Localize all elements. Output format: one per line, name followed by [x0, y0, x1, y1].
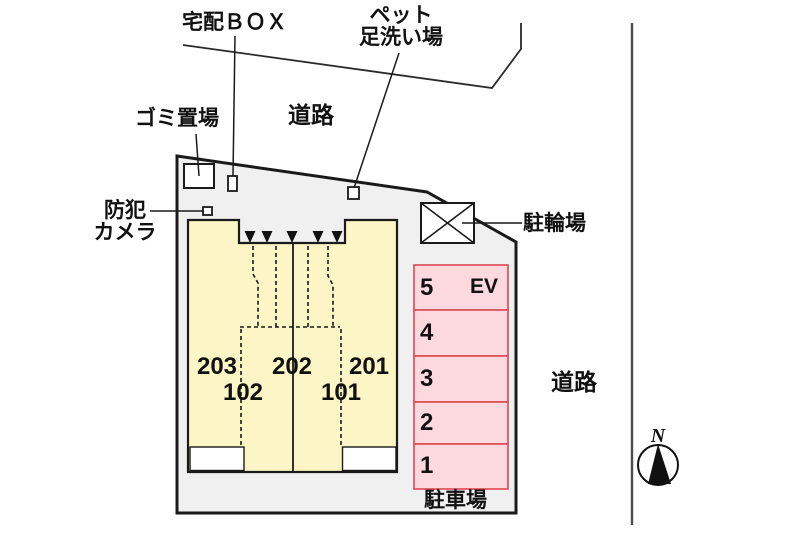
- parking-number-4: 4: [420, 319, 434, 346]
- parking-space-5: [413, 264, 509, 311]
- leader-lines: [150, 35, 522, 224]
- road-edge-top: [182, 23, 522, 89]
- parking-number-2: 2: [420, 409, 434, 436]
- parking-lot-label: 駐車場: [424, 489, 487, 512]
- north-needle-icon: [648, 444, 671, 484]
- porch-left: [189, 446, 245, 472]
- road-label-top: 道路: [288, 102, 334, 128]
- pet-wash-marker: [347, 186, 360, 200]
- entrance-triangles: [244, 231, 343, 243]
- leader-garbage: [195, 133, 200, 177]
- room-label-203: 203: [196, 353, 238, 380]
- parking-spaces: [413, 264, 509, 490]
- pet-wash-label: ペット 足洗い場: [359, 5, 443, 49]
- room-label-202: 202: [271, 353, 313, 380]
- security-camera-label-line1: 防犯: [104, 199, 146, 222]
- leader-delivery-box: [232, 35, 236, 177]
- north-label: N: [650, 425, 666, 447]
- parking-number-1: 1: [420, 452, 434, 479]
- parking-space-3: [413, 355, 509, 403]
- room-label-101: 101: [320, 379, 362, 406]
- delivery-box-marker: [227, 175, 238, 192]
- parking-number-3: 3: [420, 365, 434, 392]
- security-camera-label-line2: カメラ: [93, 221, 157, 244]
- room-label-102: 102: [222, 379, 264, 406]
- parking-ev-label: EV: [470, 275, 499, 298]
- security-camera-label: 防犯 カメラ: [94, 200, 157, 244]
- delivery-box-label: 宅配ＢＯＸ: [182, 11, 287, 34]
- pet-wash-label-line2: 足洗い場: [359, 26, 443, 49]
- parking-space-2: [413, 401, 509, 445]
- bicycle-parking-label: 駐輪場: [523, 212, 586, 235]
- parking-number-5: 5: [420, 274, 434, 301]
- garbage-area-label: ゴミ置場: [135, 107, 219, 130]
- security-camera-marker: [202, 206, 213, 216]
- compass-icon: [637, 444, 679, 486]
- pet-wash-label-line1: ペット: [369, 4, 433, 27]
- porch-right: [341, 446, 397, 472]
- room-label-201: 201: [348, 353, 390, 380]
- parking-space-1: [413, 443, 509, 490]
- building-dashed-outline: [240, 246, 342, 446]
- road-label-right: 道路: [551, 369, 597, 395]
- leader-pet-wash: [353, 52, 400, 189]
